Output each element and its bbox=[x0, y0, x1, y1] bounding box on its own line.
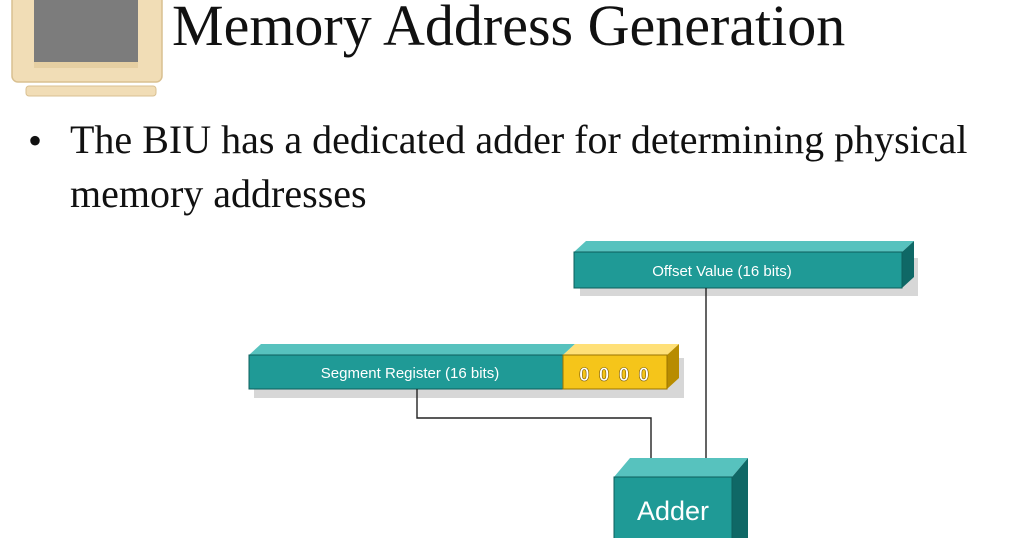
computer-monitor-icon bbox=[11, 0, 163, 97]
adder-box: Adder bbox=[613, 458, 748, 538]
offset-value-box: Offset Value (16 bits) bbox=[573, 241, 914, 289]
zero-padding-label: 0 0 0 0 bbox=[579, 365, 651, 386]
offset-value-label: Offset Value (16 bits) bbox=[652, 263, 792, 280]
zero-padding-box: 0 0 0 0 bbox=[562, 344, 679, 390]
bullet-text: The BIU has a dedicated adder for determ… bbox=[70, 117, 968, 216]
adder-label: Adder bbox=[637, 496, 709, 526]
bullet-marker: • bbox=[28, 118, 43, 163]
segment-register-label: Segment Register (16 bits) bbox=[321, 365, 499, 382]
slide-title: Memory Address Generation bbox=[172, 0, 846, 58]
segment-to-adder-connector bbox=[416, 389, 659, 475]
segment-register-box: Segment Register (16 bits) bbox=[248, 344, 575, 390]
